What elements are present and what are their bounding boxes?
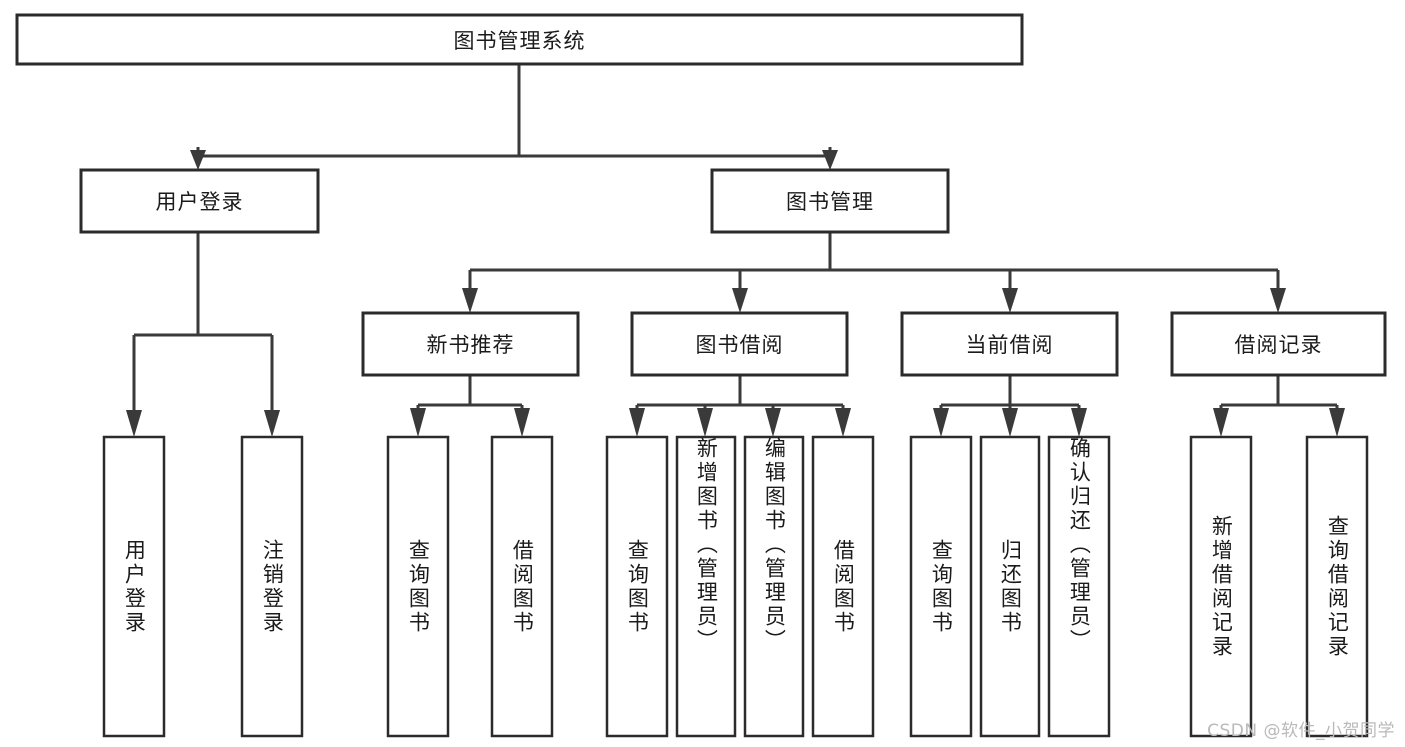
node-box-leaf-query-book-2[interactable] [605,435,669,738]
node-box-leaf-logout[interactable] [240,435,304,738]
arrowhead-leaf-add-record [1213,408,1229,437]
arrowhead-leaf-query-book-3 [933,408,949,437]
arrowhead-leaf-borrow-book-1 [514,408,530,437]
node-box-leaf-user-login[interactable] [102,435,166,738]
node-box-leaf-return-book[interactable] [979,435,1041,738]
arrowhead-book-borrow [732,288,748,313]
arrowhead-new-book-recommend [462,288,478,313]
arrowhead-leaf-borrow-book-2 [835,408,851,437]
arrowhead-book-manage [822,150,838,170]
arrowhead-leaf-edit-book [765,408,781,437]
node-box-leaf-edit-book[interactable] [743,435,805,738]
nodes-layer [15,13,1387,738]
node-box-leaf-borrow-book-1[interactable] [490,435,554,738]
arrowhead-user-login [190,150,206,170]
arrowhead-leaf-logout [264,410,280,437]
arrowhead-leaf-query-book-2 [629,408,645,437]
arrowhead-borrow-record [1270,288,1286,313]
node-box-leaf-query-book-3[interactable] [909,435,973,738]
arrowhead-leaf-query-record [1329,408,1345,437]
node-box-leaf-confirm-return[interactable] [1047,435,1111,738]
node-box-borrow-record[interactable] [1170,311,1387,377]
node-box-book-manage[interactable] [710,168,950,234]
node-box-leaf-borrow-book-2[interactable] [811,435,875,738]
node-box-current-borrow[interactable] [900,311,1119,377]
edges-layer [126,64,1345,437]
node-box-leaf-add-book[interactable] [675,435,737,738]
node-box-leaf-query-record[interactable] [1305,435,1369,738]
arrowhead-leaf-add-book [697,408,713,437]
arrowhead-leaf-query-book-1 [410,408,426,437]
node-box-leaf-add-record[interactable] [1189,435,1253,738]
node-box-leaf-query-book-1[interactable] [386,435,450,738]
node-box-root[interactable] [15,13,1024,66]
node-box-new-book-recommend[interactable] [361,311,580,377]
arrowhead-current-borrow [1002,288,1018,313]
csdn-watermark: CSDN @软件_小贺同学 [1207,721,1395,741]
arrowhead-leaf-return-book [1002,408,1018,437]
node-box-book-borrow[interactable] [630,311,849,377]
arrowhead-leaf-confirm-return [1071,408,1087,437]
node-box-user-login[interactable] [79,168,320,234]
arrowhead-leaf-user-login [126,410,142,437]
